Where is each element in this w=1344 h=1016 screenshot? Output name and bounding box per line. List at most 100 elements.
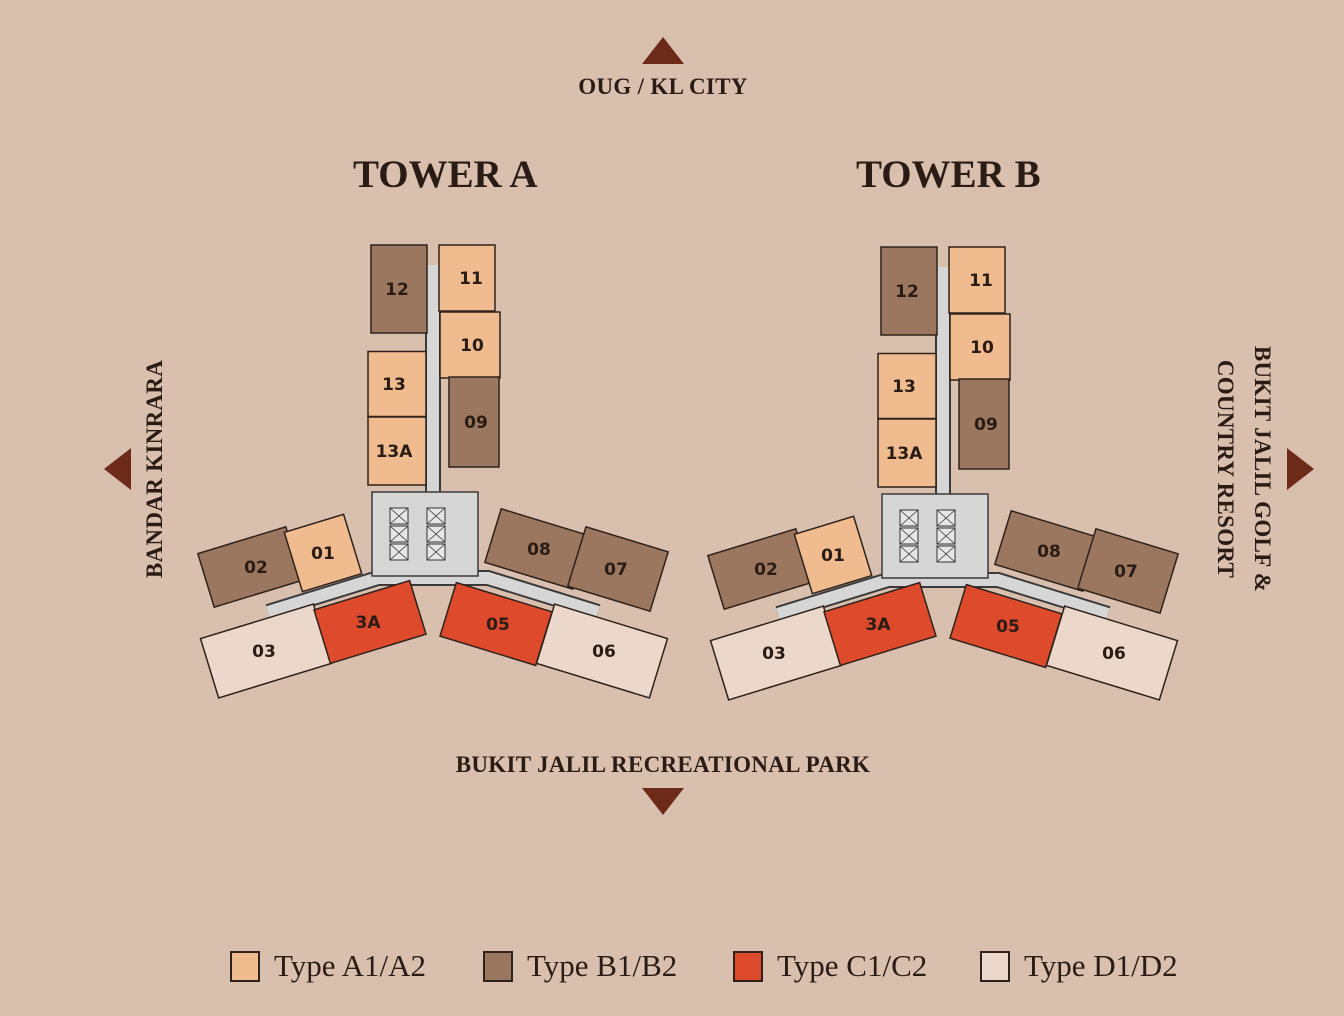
unit-shape (283, 513, 363, 593)
legend-swatch-a (230, 950, 260, 982)
tower-a-title: TOWER A (353, 153, 538, 196)
lift-cross (899, 545, 919, 563)
legend-label: Type C1/C2 (777, 948, 928, 983)
legend-item-type-d: Type D1/D2 (980, 948, 1178, 984)
unit-shape (793, 515, 873, 595)
unit-label: 10 (460, 336, 484, 356)
unit-shape (877, 352, 937, 420)
unit-shape (367, 416, 427, 486)
tower-b-title: TOWER B (856, 153, 1041, 196)
unit-07[interactable] (1076, 527, 1180, 615)
legend-label: Type A1/A2 (274, 948, 426, 983)
unit-11[interactable] (948, 246, 1006, 314)
unit-shape (370, 244, 428, 334)
unit-shape (948, 246, 1006, 314)
unit-3A[interactable] (823, 581, 937, 667)
lift-cross (899, 509, 919, 527)
lift-cross (936, 545, 956, 563)
unit-12[interactable] (370, 244, 428, 334)
unit-13A[interactable] (367, 416, 427, 486)
unit-label: 05 (486, 615, 510, 635)
unit-01[interactable] (793, 515, 873, 595)
unit-label: 13A (376, 442, 414, 462)
unit-label: 11 (459, 269, 483, 289)
unit-09[interactable] (448, 376, 500, 468)
unit-3A[interactable] (313, 579, 427, 665)
unit-label: 13 (892, 377, 916, 397)
unit-06[interactable] (535, 603, 669, 699)
unit-09[interactable] (958, 378, 1010, 470)
unit-shape (823, 581, 937, 667)
unit-label: 11 (969, 271, 993, 291)
lift-cross (426, 507, 446, 525)
unit-label: 08 (527, 540, 551, 560)
unit-07[interactable] (566, 525, 670, 613)
unit-13A[interactable] (877, 418, 937, 488)
west-arrow-icon (104, 448, 131, 490)
unit-shape (949, 313, 1011, 381)
east-arrow-icon (1287, 448, 1314, 490)
unit-label: 06 (592, 642, 616, 662)
unit-01[interactable] (283, 513, 363, 593)
unit-label: 08 (1037, 542, 1061, 562)
unit-shape (1076, 527, 1180, 615)
unit-label: 06 (1102, 644, 1126, 664)
unit-12[interactable] (880, 246, 938, 336)
unit-label: 07 (604, 560, 628, 580)
unit-shape (313, 579, 427, 665)
unit-label: 02 (754, 560, 778, 580)
corridor (266, 265, 600, 618)
lift-cross (899, 527, 919, 545)
unit-label: 03 (252, 642, 276, 662)
unit-shape (367, 350, 427, 418)
legend-swatch-d (980, 950, 1010, 982)
unit-shape (438, 244, 496, 312)
north-direction-label: OUG / KL CITY (578, 74, 748, 99)
unit-shape (880, 246, 938, 336)
north-arrow-icon (642, 37, 684, 64)
unit-label: 13A (886, 444, 924, 464)
unit-shape (566, 525, 670, 613)
unit-label: 3A (356, 613, 382, 633)
unit-label: 3A (866, 615, 892, 635)
lift-core (371, 491, 479, 577)
unit-label: 05 (996, 617, 1020, 637)
lift-cross (389, 507, 409, 525)
south-direction-label: BUKIT JALIL RECREATIONAL PARK (455, 752, 871, 777)
unit-label: 01 (821, 546, 845, 566)
lift-core (881, 493, 989, 579)
lift-cross (389, 525, 409, 543)
legend-item-type-b: Type B1/B2 (483, 948, 677, 984)
unit-10[interactable] (949, 313, 1011, 381)
unit-06[interactable] (1045, 605, 1179, 701)
lift-cross (936, 527, 956, 545)
unit-label: 03 (762, 644, 786, 664)
lift-cross (426, 543, 446, 561)
unit-shape (1045, 605, 1179, 701)
unit-label: 09 (464, 413, 488, 433)
unit-shape (958, 378, 1010, 470)
legend-swatch-c (733, 950, 763, 982)
legend-label: Type D1/D2 (1024, 948, 1178, 983)
unit-label: 01 (311, 544, 335, 564)
unit-label: 10 (970, 338, 994, 358)
unit-shape (448, 376, 500, 468)
unit-label: 07 (1114, 562, 1138, 582)
unit-shape (439, 311, 501, 379)
unit-11[interactable] (438, 244, 496, 312)
unit-shape (877, 418, 937, 488)
legend-label: Type B1/B2 (527, 948, 678, 983)
unit-13[interactable] (877, 352, 937, 420)
unit-label: 13 (382, 375, 406, 395)
legend-item-type-a: Type A1/A2 (230, 948, 426, 984)
unit-label: 12 (385, 280, 409, 300)
lift-cross (426, 525, 446, 543)
unit-label: 09 (974, 415, 998, 435)
unit-shape (535, 603, 669, 699)
unit-10[interactable] (439, 311, 501, 379)
unit-13[interactable] (367, 350, 427, 418)
